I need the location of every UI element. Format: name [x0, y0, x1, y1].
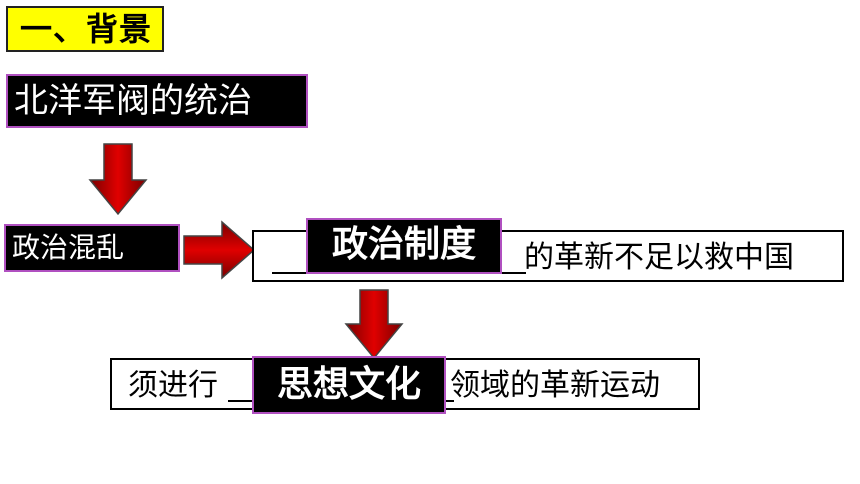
movement-statement-prefix: 须进行 [128, 368, 218, 403]
warlord-rule-box: 北洋军阀的统治 [6, 74, 308, 128]
down-arrow-icon [344, 289, 404, 360]
down-arrow-icon [88, 143, 148, 216]
political-chaos-box: 政治混乱 [4, 224, 180, 272]
reform-statement-suffix: 的革新不足以救中国 [524, 240, 794, 275]
movement-statement-suffix: 领域的革新运动 [450, 368, 660, 403]
answer-ideology-culture: 思想文化 [252, 356, 446, 414]
answer-political-system: 政治制度 [306, 218, 502, 274]
section-title: 一、背景 [6, 6, 164, 52]
right-arrow-icon [183, 220, 256, 280]
